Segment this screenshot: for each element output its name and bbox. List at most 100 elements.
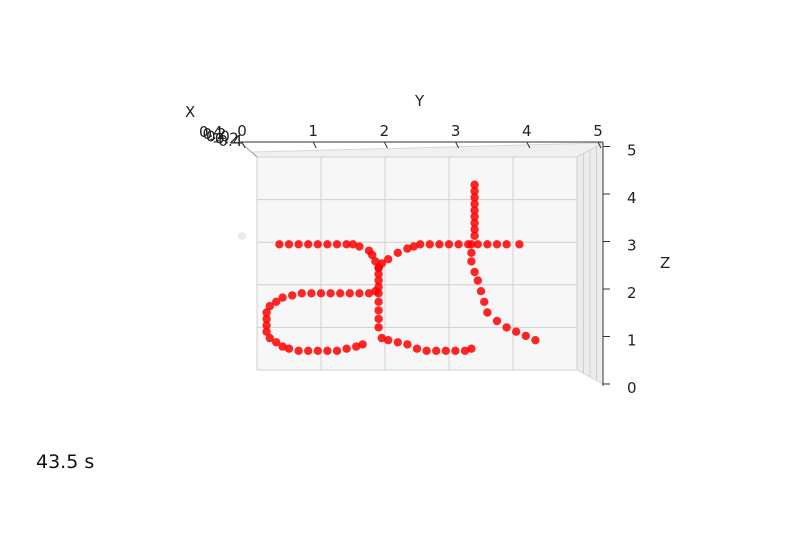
data-point [371,257,380,266]
y-tick [383,141,388,149]
data-point [355,289,364,298]
y-tick-label: 4 [522,122,532,140]
z-tick-label: 3 [627,237,637,255]
data-point [425,240,434,249]
data-point [470,212,479,221]
data-point [467,240,476,249]
data-point [307,289,316,298]
x-tick-label: 0.0 [206,127,230,145]
data-point [515,240,524,249]
data-point [473,240,482,249]
data-point [374,276,383,285]
x-tick-labels: 0.40.20.0-0.2-0.4 [199,123,242,150]
data-point [377,259,386,268]
data-point [409,242,418,251]
data-point [374,289,383,298]
data-point [467,257,476,266]
data-point [374,314,383,324]
z-tick-label: 1 [627,332,637,350]
y-tick-labels: 0 1 2 3 4 5 [237,122,603,149]
data-point [275,240,284,249]
y-axis-label: Y [414,92,425,110]
data-point [332,346,342,355]
y-tick-label: 0 [237,122,247,140]
data-point [393,338,402,347]
y-tick [526,141,531,149]
data-point [384,255,393,264]
data-point [262,321,271,330]
data-point [342,344,351,353]
data-point [278,342,287,351]
y-tick-label: 5 [593,122,603,140]
data-point [262,308,271,317]
data-point [470,180,479,189]
x-tick-label: -0.2 [210,130,239,148]
data-point [294,240,303,249]
data-point [352,342,361,351]
data-point [416,240,425,249]
data-point [502,323,511,332]
x-axis-label: X [185,103,195,121]
data-point [272,338,281,347]
data-point [278,293,287,302]
data-point [412,344,422,353]
data-point [470,206,479,215]
data-point [304,240,313,249]
x-axis-line [239,141,258,158]
y-tick-label: 2 [380,122,390,140]
data-point [512,327,521,336]
z-tick-label: 5 [627,142,637,160]
data-point [316,289,326,298]
data-point [473,276,482,285]
y-tick-label: 1 [308,122,318,140]
data-point [476,287,486,296]
x-tick-label: 0.2 [203,125,227,143]
data-point [323,240,332,249]
data-point [323,346,332,355]
data-point [265,333,274,343]
data-point [483,308,492,317]
data-point [272,297,281,306]
data-point [284,344,294,353]
data-point [364,289,374,298]
elapsed-time-label: 43.5 s [36,451,95,473]
data-point [262,314,271,324]
data-point [265,301,274,311]
data-point [336,289,345,298]
data-point [384,336,393,345]
data-point [492,316,502,326]
data-point [403,340,412,349]
data-point [393,248,402,257]
z-axis-label: Z [660,254,670,272]
data-point [460,346,470,355]
data-point [480,297,489,306]
data-point [377,333,386,343]
data-point [483,240,492,249]
data-point [451,346,460,355]
data-point [521,331,530,341]
data-point [345,289,354,298]
data-point [313,240,322,249]
data-point [374,306,383,315]
z-tick-label: 0 [627,379,637,397]
y-tick [312,141,317,149]
data-point [470,225,479,234]
data-point [355,242,364,251]
data-point [470,186,479,196]
data-point [262,327,271,336]
data-points [262,180,540,355]
data-point [502,240,511,249]
data-point [403,244,412,253]
data-point [348,240,358,249]
data-point [368,250,377,260]
data-point [374,269,383,279]
data-point [326,289,335,298]
data-point [332,240,342,249]
x-tick-label: -0.4 [213,132,242,150]
data-point [467,248,476,257]
data-point [374,323,383,332]
x-tick-label: 0.4 [199,123,223,141]
y-tick [597,141,602,149]
data-point [470,218,479,228]
y-tick-label: 3 [451,122,461,140]
